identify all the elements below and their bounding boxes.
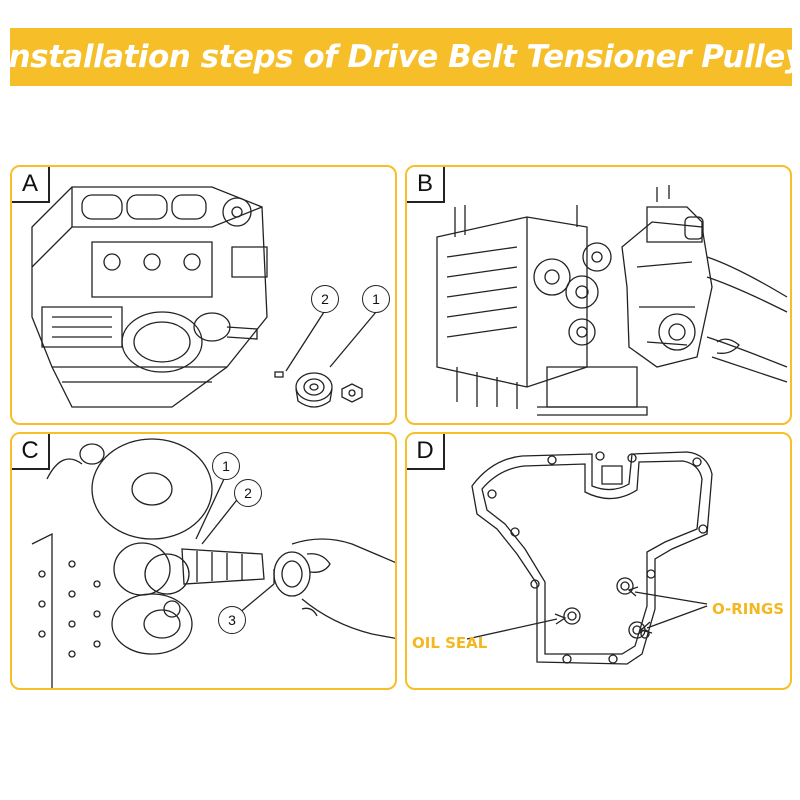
callout-a-2: 2 <box>311 285 339 313</box>
engine-illustration-c <box>31 438 395 688</box>
title-banner: Installation steps of Drive Belt Tension… <box>0 28 800 86</box>
panel-a-label: A <box>12 167 50 203</box>
gasket-diagram <box>466 451 713 665</box>
oil-seal-label: OIL SEAL <box>412 634 488 652</box>
panel-c-label: C <box>12 434 50 470</box>
engine-illustration-b <box>436 185 788 416</box>
panel-a: A 2 1 <box>10 165 397 425</box>
o-rings-label: O-RINGS <box>712 600 785 618</box>
engine-illustration-a <box>31 186 377 408</box>
panel-b: B <box>405 165 792 425</box>
panel-d: D OIL SEAL O-RINGS <box>405 432 792 690</box>
callout-c-3: 3 <box>218 606 246 634</box>
panel-b-label: B <box>407 167 445 203</box>
page-title: Installation steps of Drive Belt Tension… <box>0 39 800 75</box>
callout-c-1: 1 <box>212 452 240 480</box>
panel-c: C 1 2 3 <box>10 432 397 690</box>
panel-d-label: D <box>407 434 445 470</box>
callout-c-2: 2 <box>234 479 262 507</box>
callout-a-1: 1 <box>362 285 390 313</box>
